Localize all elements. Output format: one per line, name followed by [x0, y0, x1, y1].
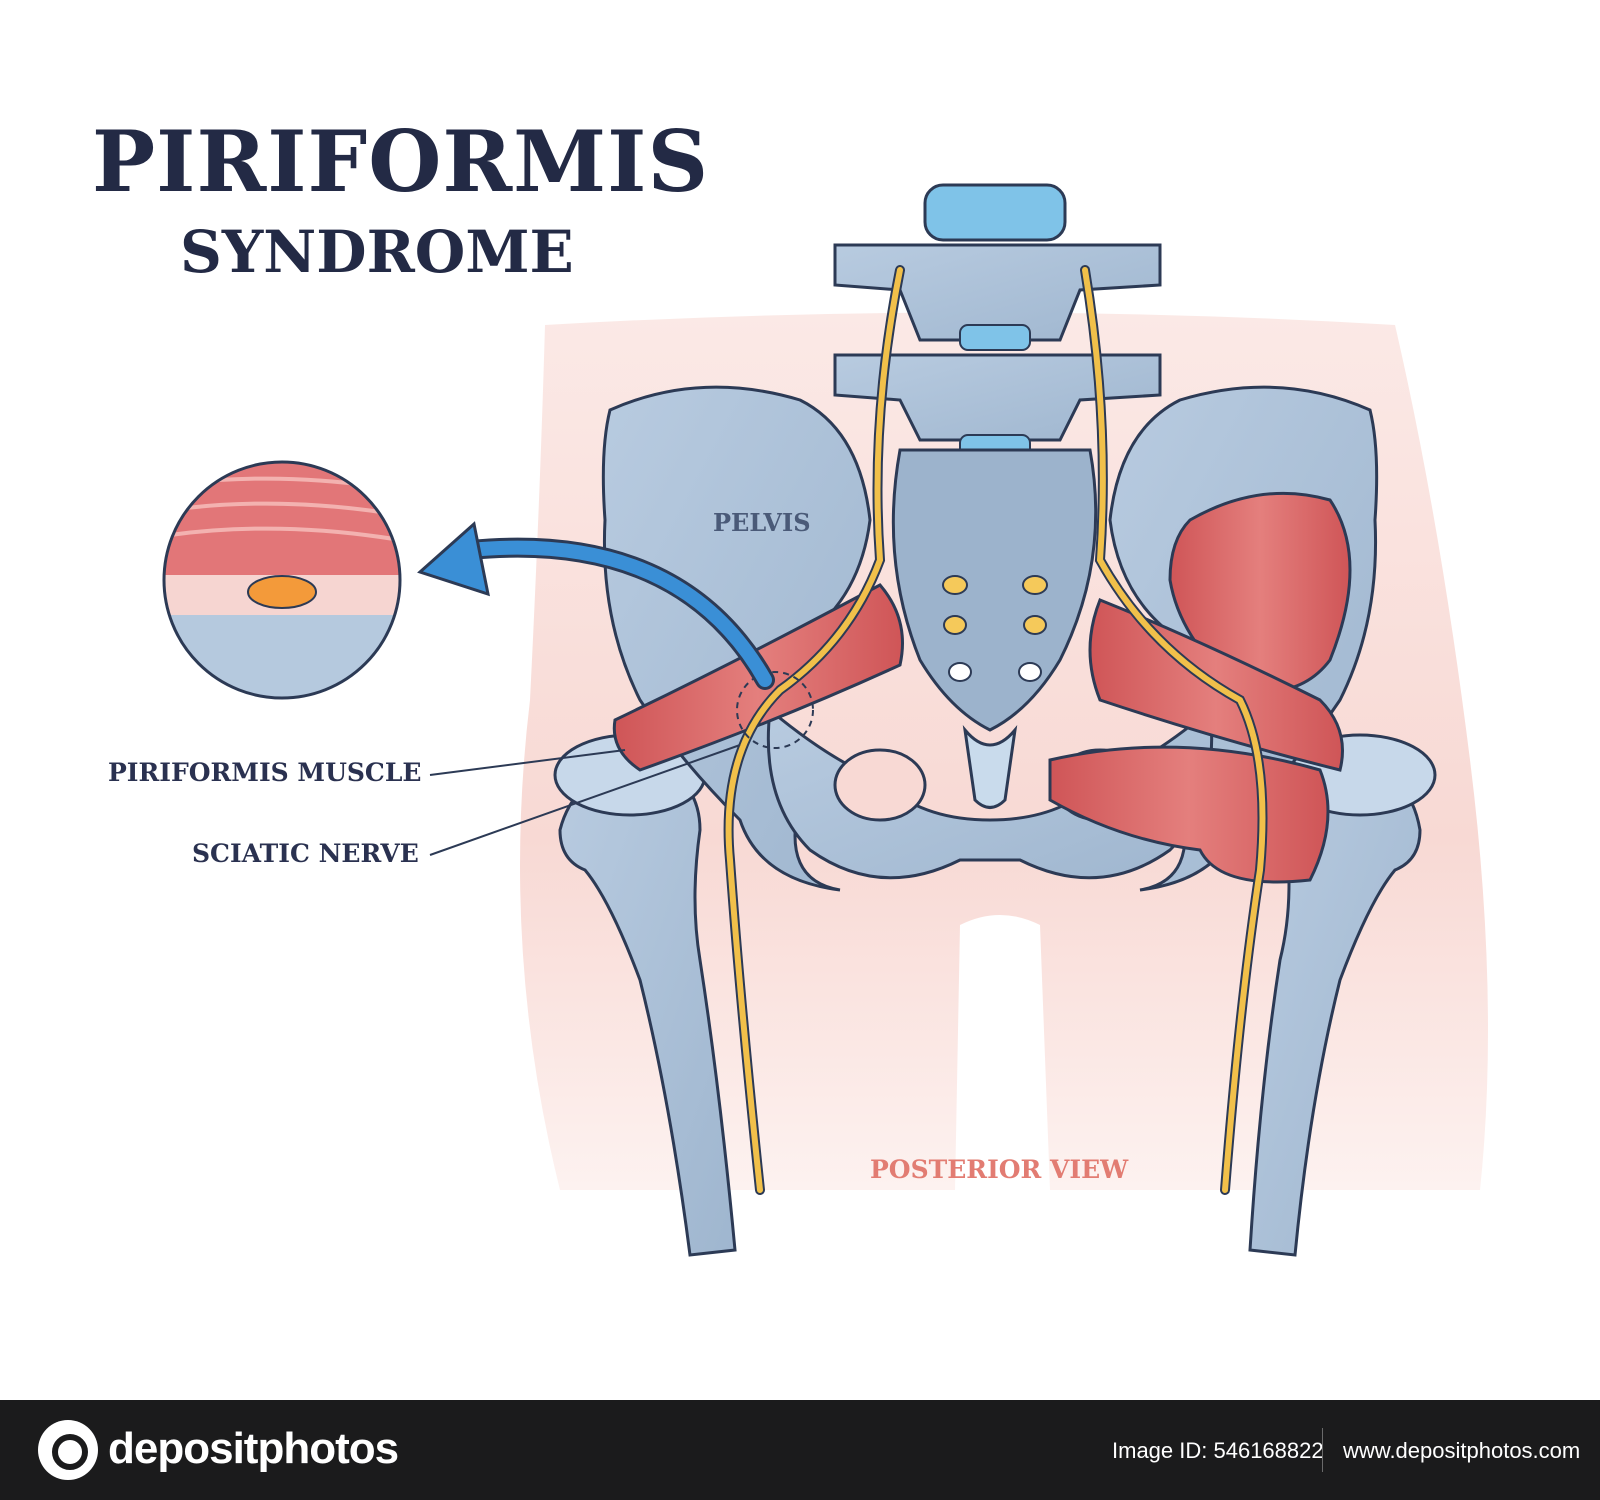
sacral-foramen-5 [948, 662, 972, 682]
diagram-subtitle: SYNDROME [180, 218, 574, 286]
footer-divider [1322, 1428, 1323, 1472]
zoom-arrow-head [417, 521, 490, 597]
image-id: Image ID: 546168822 [1112, 1438, 1324, 1463]
sacral-foramen-6 [1018, 662, 1042, 682]
vertebral-disc-top [923, 183, 1067, 242]
nerve-leader-line [429, 744, 741, 856]
footer-bar: depositphotos Image ID: 546168822 www.de… [0, 1400, 1600, 1500]
sacral-foramen-4 [1023, 615, 1047, 635]
sacrum [891, 448, 1098, 732]
brand-name: depositphotos [108, 1424, 399, 1473]
pelvis-label: PELVIS [713, 508, 811, 537]
left-obturator [833, 748, 927, 822]
sciatic-nerve-label: SCIATIC NERVE [192, 839, 419, 868]
coccyx [962, 724, 1018, 809]
magnified-view [164, 462, 400, 698]
left-sciatic-nerve-fill [725, 267, 903, 1193]
focus-circle [736, 671, 814, 749]
vertebral-disc-mid [959, 324, 1031, 351]
illustration-canvas: PIRIFORMIS SYNDROME PELVIS PIRIFORMIS MU… [92, 112, 1488, 1257]
vertebra-upper [833, 243, 1162, 342]
pelvis-illustration [162, 183, 1488, 1257]
right-gluteus [1168, 491, 1352, 694]
muscle-leader-line [429, 749, 626, 776]
sacral-foramen-2 [1022, 575, 1048, 595]
zoom-arrow-fill [463, 540, 772, 687]
right-sciatic-nerve-fill [1082, 267, 1266, 1193]
site-link[interactable]: www.depositphotos.com [1343, 1438, 1581, 1463]
piriformis-muscle-label: PIRIFORMIS MUSCLE [108, 758, 422, 787]
vertebra-lower [833, 353, 1162, 442]
diagram-title: PIRIFORMIS [92, 112, 710, 211]
sacral-foramen-1 [942, 575, 968, 595]
depositphotos-logo-icon [38, 1420, 98, 1480]
posterior-view-label: POSTERIOR VIEW [870, 1155, 1129, 1184]
magnified-view-border [162, 460, 402, 700]
sacral-foramen-3 [943, 615, 967, 635]
